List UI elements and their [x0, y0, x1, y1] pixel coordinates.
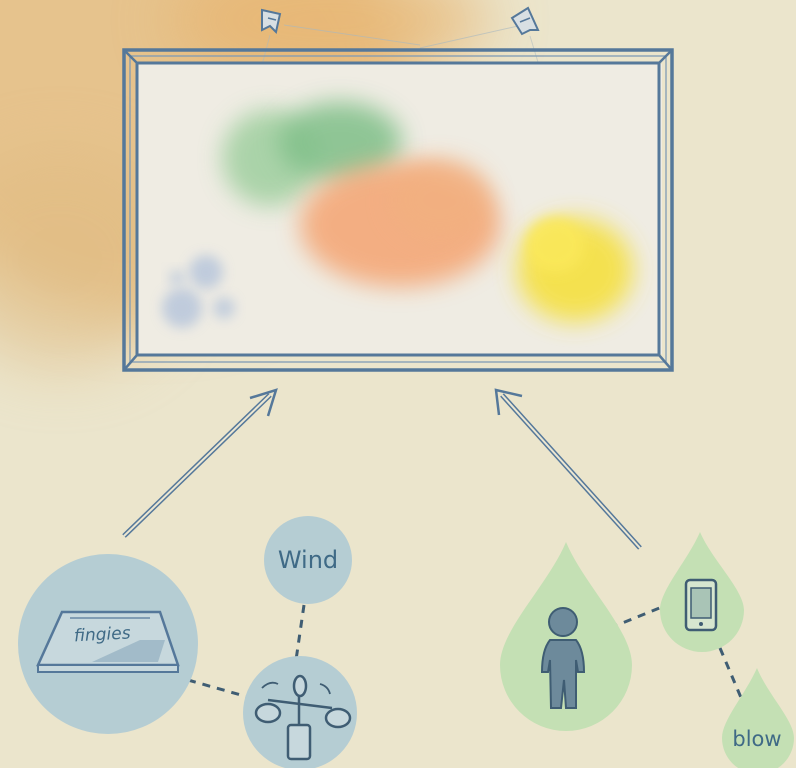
smartphone-icon: [686, 580, 716, 630]
picture-frame-icon: [124, 50, 672, 370]
fingies-node: fingies: [18, 554, 198, 734]
blow-label: blow: [732, 727, 781, 751]
anemometer-node: [243, 656, 357, 768]
wind-node: Wind: [264, 516, 352, 604]
fingies-label: fingies: [74, 623, 132, 646]
fingies-device-icon: fingies: [38, 612, 178, 672]
wind-label: Wind: [278, 546, 338, 574]
